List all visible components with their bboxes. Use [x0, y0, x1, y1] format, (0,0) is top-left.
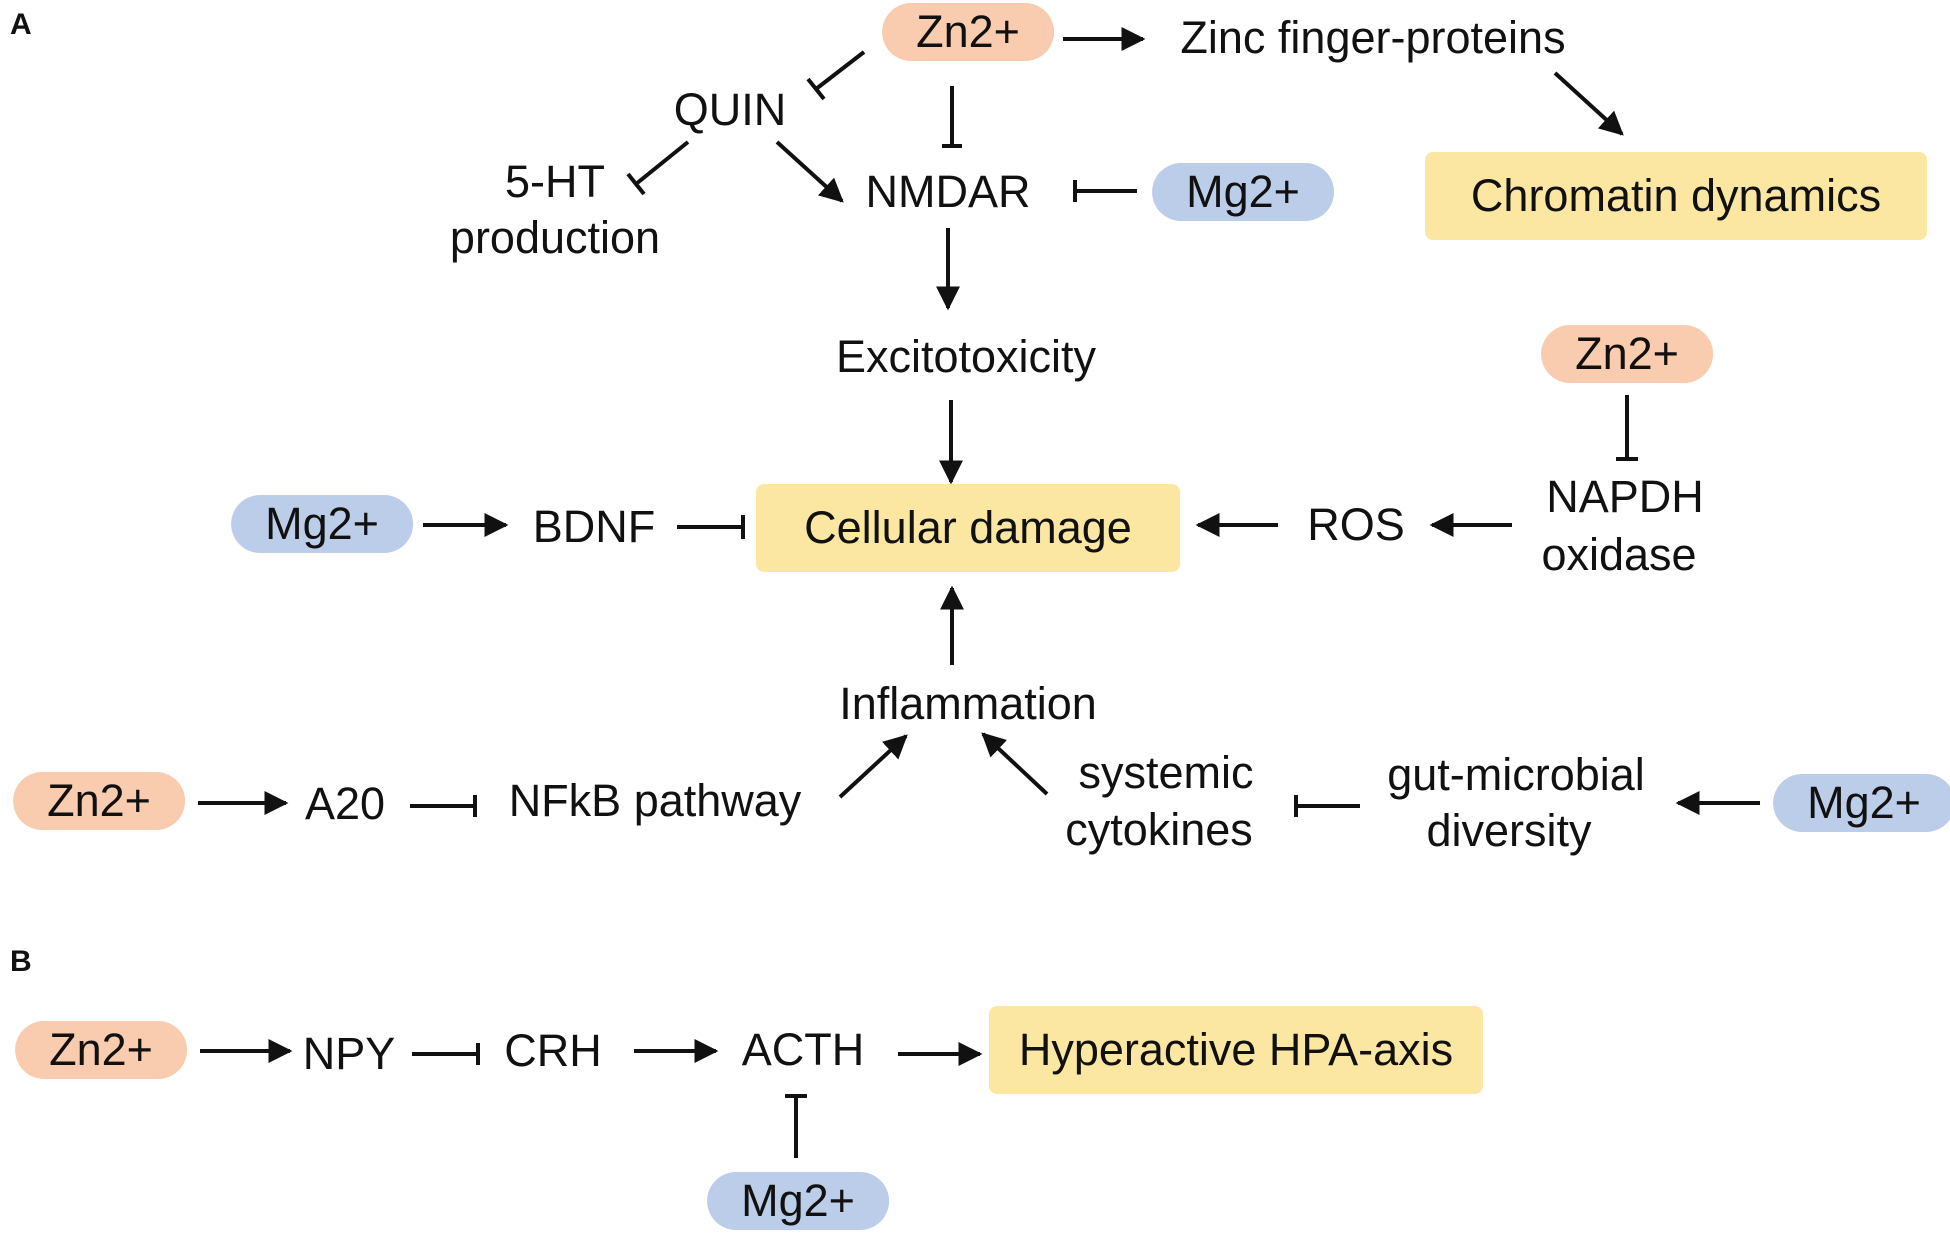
nfkb-pathway-label: NFkB pathway [508, 775, 802, 826]
zinc-badge-top: Zn2+ [882, 3, 1054, 61]
hyperactive-hpa-axis-box: Hyperactive HPA-axis [989, 1006, 1483, 1094]
arrow-quin-to-nmdar [775, 140, 844, 203]
arrow-zinc-fingers-to-chromatin [1553, 71, 1624, 136]
cytokines-label: cytokines [1065, 804, 1253, 855]
cellular-damage-box: Cellular damage [756, 484, 1180, 572]
excitotoxicity-label: Excitotoxicity [835, 331, 1097, 382]
panel-label-a: A [10, 8, 32, 41]
magnesium-badge-acth: Mg2+ [707, 1172, 889, 1230]
magnesium-badge-bdnf: Mg2+ [231, 495, 413, 553]
a20-label: A20 [304, 778, 386, 829]
gut-microbial-label: gut-microbial [1387, 749, 1645, 800]
systemic-label: systemic [1078, 747, 1254, 798]
npy-label: NPY [302, 1028, 396, 1079]
napdh-label: NAPDH [1546, 471, 1704, 522]
serotonin-label: 5-HT [505, 156, 605, 207]
nmdar-label: NMDAR [865, 166, 1031, 217]
acth-label: ACTH [741, 1024, 865, 1075]
crh-label: CRH [504, 1025, 602, 1076]
zinc-finger-proteins: Zinc finger-proteins [1180, 12, 1566, 63]
panel-label-b: B [10, 945, 32, 978]
chromatin-dynamics-box: Chromatin dynamics [1425, 152, 1927, 240]
bdnf-label: BDNF [532, 501, 656, 552]
magnesium-badge-gut: Mg2+ [1773, 774, 1950, 832]
magnesium-badge-nmdar: Mg2+ [1152, 163, 1334, 221]
zinc-badge-nadph: Zn2+ [1541, 325, 1713, 383]
zinc-badge-npy: Zn2+ [15, 1021, 187, 1079]
arrow-nfkb-to-inflammation [838, 734, 908, 799]
quin-label: QUIN [673, 84, 787, 135]
production-label: production [449, 212, 661, 263]
zinc-badge-a20: Zn2+ [13, 772, 185, 830]
inhibit-zn-to-quin [814, 50, 866, 91]
diversity-label: diversity [1426, 805, 1592, 856]
ros-label: ROS [1307, 499, 1405, 550]
oxidase-label: oxidase [1541, 529, 1697, 580]
arrow-cytokines-to-inflammation [981, 732, 1049, 796]
inhibit-quin-to-5ht [634, 140, 690, 186]
inflammation-label: Inflammation [839, 678, 1097, 729]
